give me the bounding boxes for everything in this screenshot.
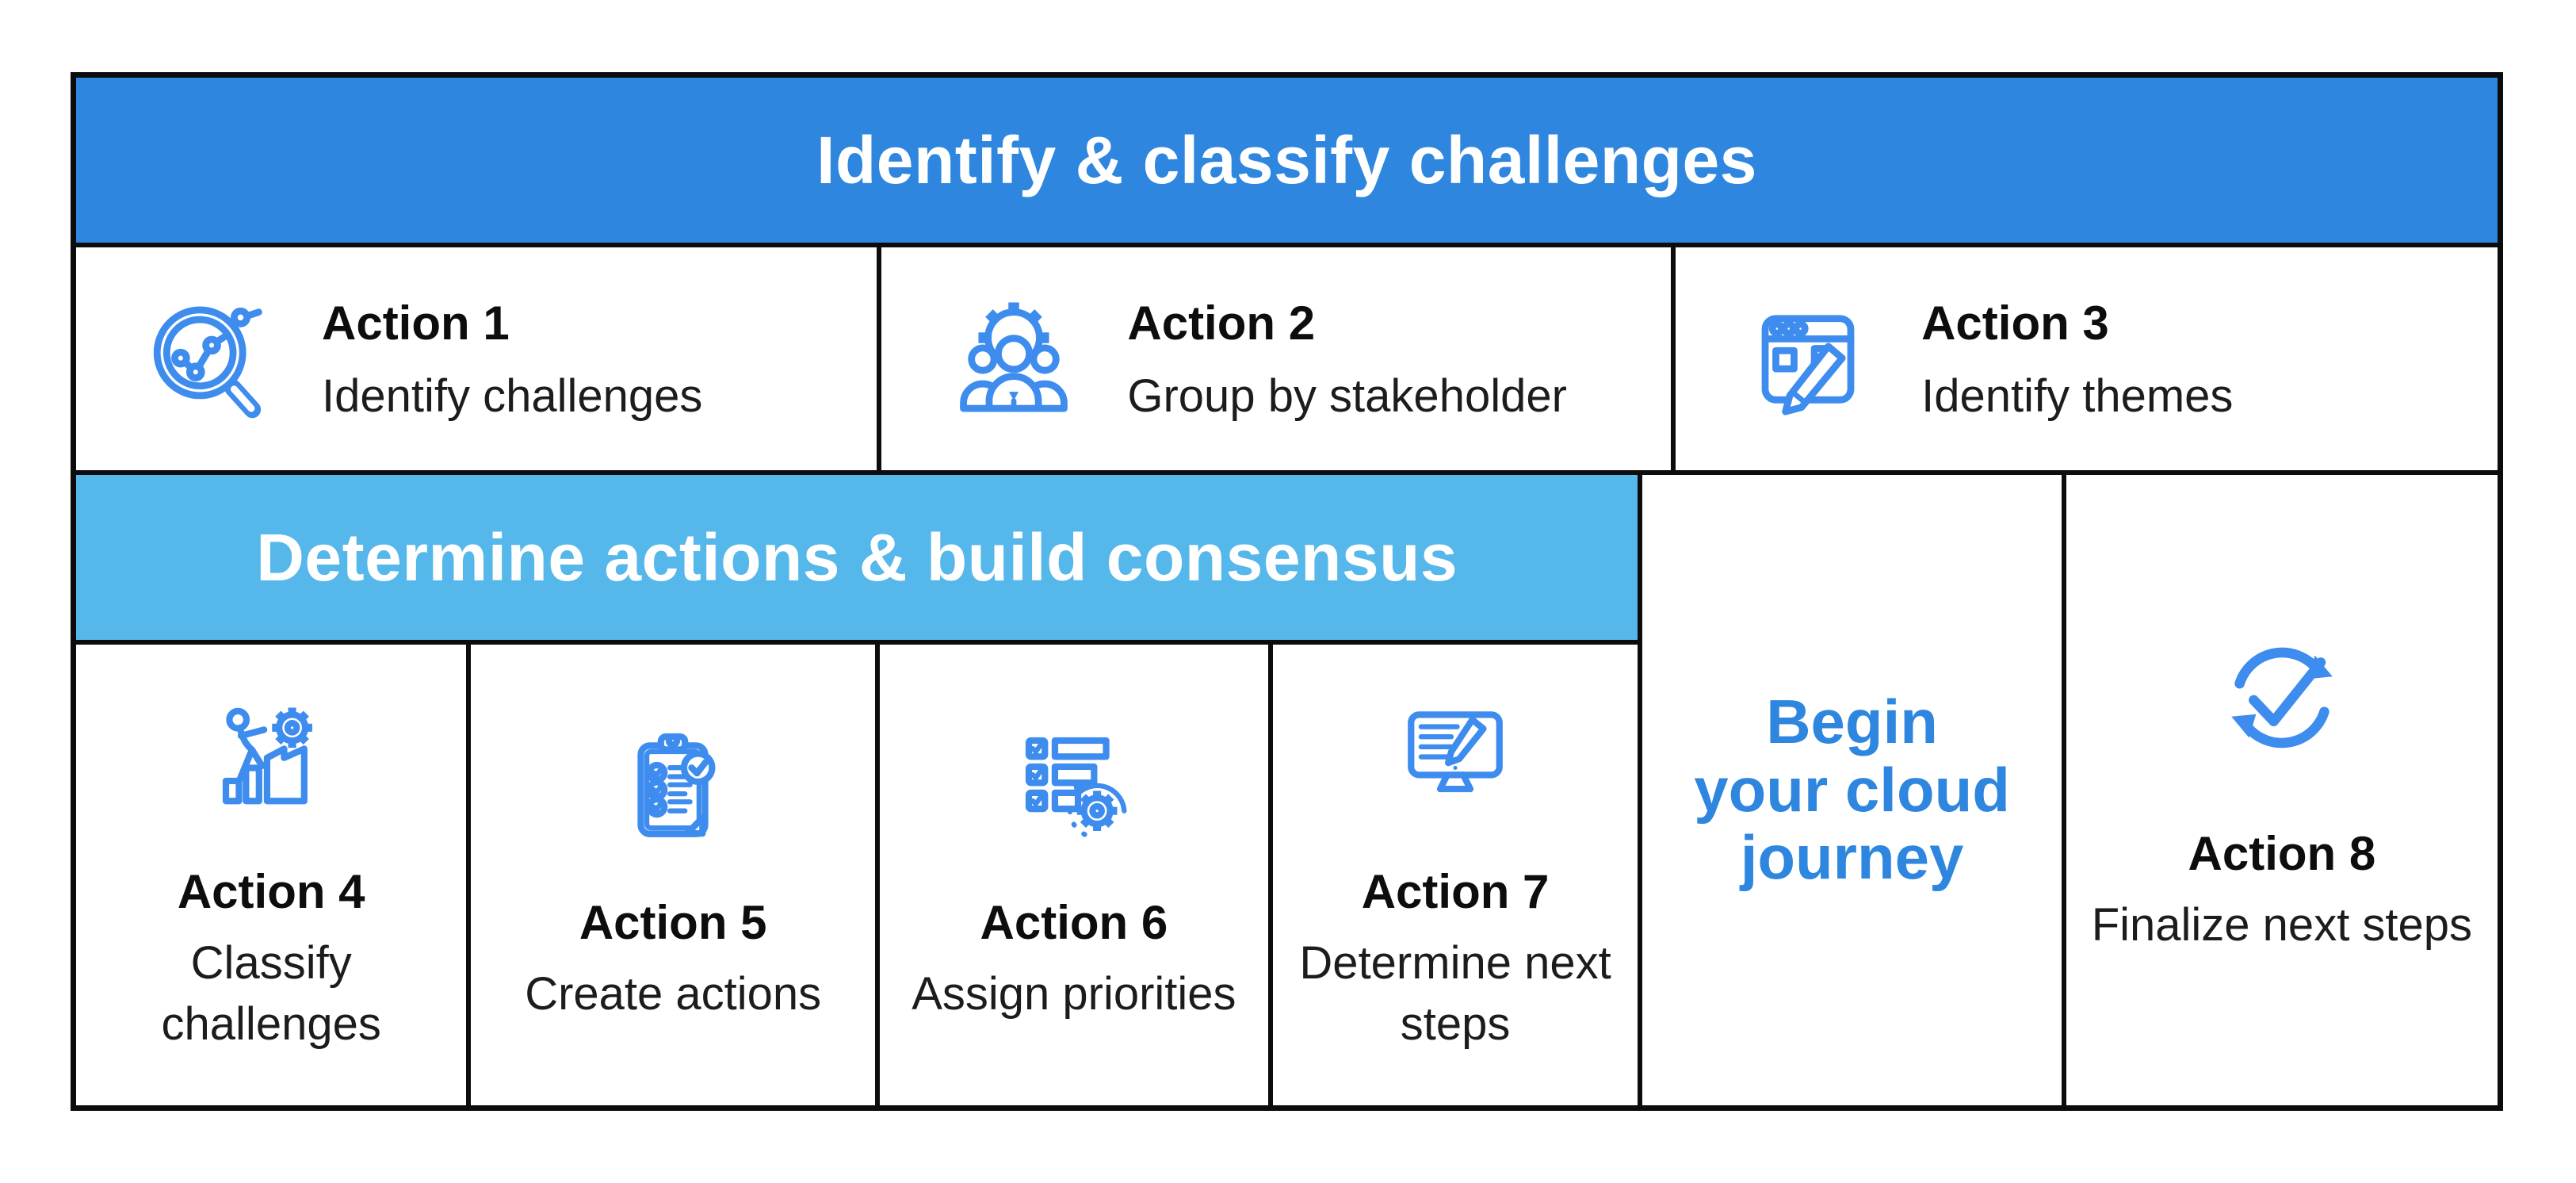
cta-line-2: your cloud [1694,754,2010,825]
magnifier-analytics-icon [144,295,273,423]
action-2-text: Action 2 Group by stakeholder [1127,296,1567,423]
action-7-description: Determine next steps [1299,937,1611,1050]
action-4-description: Classify challenges [161,937,381,1050]
cta-line-3: journey [1740,822,1964,893]
phase-banner-determine: Determine actions & build consensus [76,475,1638,640]
action-6-description: Assign priorities [912,967,1236,1020]
action-1-description: Identify challenges [322,369,703,422]
action-2-title: Action 2 [1127,296,1316,350]
begin-cloud-journey-text: Begin your cloud journey [1694,686,2010,893]
priority-list-gear-icon [1014,725,1134,846]
action-5-title: Action 5 [579,895,767,949]
action-5-description: Create actions [525,967,822,1020]
action-2-description: Group by stakeholder [1127,369,1567,422]
actions-row-4-7: Action 4 Classify challenges [76,645,1638,1105]
action-7-title: Action 7 [1361,865,1550,919]
action-8-title: Action 8 [2188,826,2376,880]
action-1-text: Action 1 Identify challenges [322,296,702,423]
action-1-title: Action 1 [322,296,510,350]
cta-line-1: Begin [1766,686,1938,756]
action-3-title: Action 3 [1921,296,2109,350]
action-8-cell: Action 8 Finalize next steps [2066,475,2498,1105]
workshop-table: Identify & classify challenges [71,72,2503,1111]
action-3-text: Action 3 Identify themes [1921,296,2233,423]
action-6-cell: Action 6 Assign priorities [879,645,1268,1105]
action-5-cell: Action 5 Create actions [471,645,875,1105]
clipboard-checklist-icon [613,725,733,846]
begin-cloud-journey-cell: Begin your cloud journey [1642,475,2062,1105]
action-4-title: Action 4 [177,865,365,919]
action-3-cell: Action 3 Identify themes [1676,247,2498,470]
phase-banner-identify: Identify & classify challenges [76,78,2498,243]
determine-actions-block: Determine actions & build consensus [76,475,1638,1105]
window-pencil-icon [1744,295,1872,423]
stakeholders-gear-icon [950,295,1078,423]
action-7-cell: Action 7 Determine next steps [1272,645,1638,1105]
action-3-description: Identify themes [1921,369,2234,422]
monitor-pencil-icon [1395,695,1515,815]
actions-row-1-3: Action 1 Identify challenges [76,247,2498,470]
phase-banner-identify-label: Identify & classify challenges [816,122,1757,197]
action-8-description: Finalize next steps [2091,898,2473,951]
action-6-title: Action 6 [980,895,1168,949]
phase-banner-determine-label: Determine actions & build consensus [256,519,1458,595]
person-bars-gear-icon [211,695,331,815]
lower-section: Determine actions & build consensus [76,475,2498,1105]
sync-check-icon [2211,625,2352,766]
action-4-cell: Action 4 Classify challenges [76,645,467,1105]
action-1-cell: Action 1 Identify challenges [76,247,877,470]
action-2-cell: Action 2 Group by stakeholder [881,247,1672,470]
